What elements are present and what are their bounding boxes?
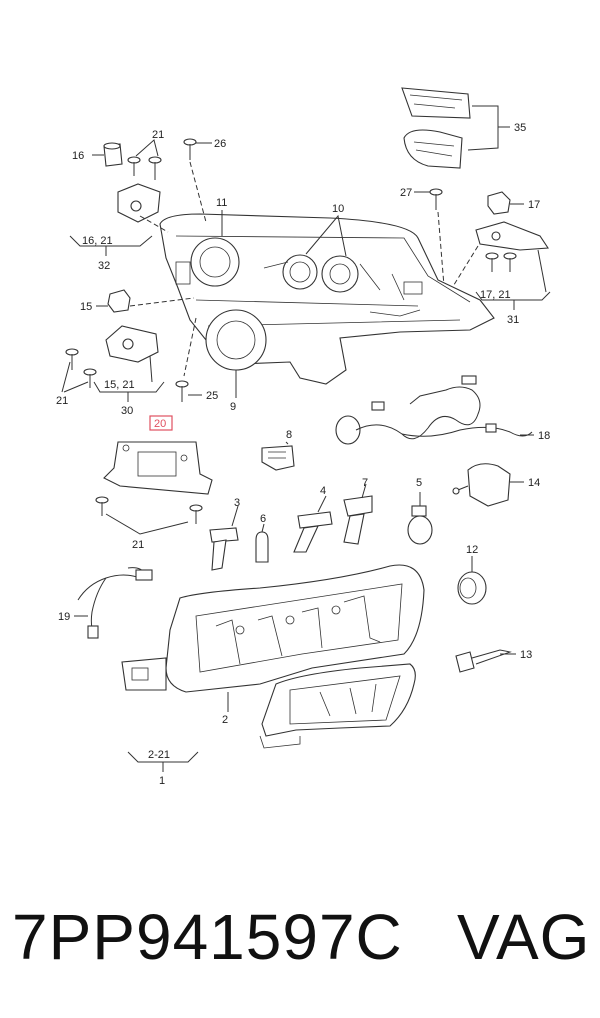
part-5-bulb: 5 (407, 477, 433, 545)
callout-15-21-group: 15, 21 (104, 379, 135, 391)
callout-30: 30 (121, 405, 133, 417)
part-4-bulb: 4 (293, 485, 333, 553)
part-35-lens-covers: 35 (401, 87, 526, 169)
callout-5: 5 (416, 477, 422, 489)
callout-6: 6 (260, 513, 266, 525)
exploded-parts-diagram: 35 16 21 26 16, 21 32 27 (56, 87, 551, 787)
part-16-nut: 16 (72, 142, 123, 167)
callout-2-21-range: 2-21 (148, 749, 170, 761)
callout-16: 16 (72, 150, 84, 162)
part-21-screws-top: 21 (127, 129, 164, 180)
callout-2: 2 (222, 714, 228, 726)
part-12-cap: 12 (457, 544, 487, 605)
callout-21-lower: 21 (132, 539, 144, 551)
svg-text:20: 20 (154, 418, 166, 430)
callout-11: 11 (216, 197, 227, 209)
part-14-leveling-motor: 14 (452, 463, 540, 507)
callout-1-group: 2-21 1 (127, 749, 199, 787)
callout-32: 32 (98, 260, 110, 272)
callout-26: 26 (214, 138, 226, 150)
callout-27: 27 (400, 187, 412, 199)
highlighted-callout-20: 20 (149, 415, 173, 431)
callout-18: 18 (538, 430, 550, 442)
part-2-headlamp-assembly: 2 (121, 564, 425, 749)
callout-4: 4 (320, 485, 326, 497)
callout-19: 19 (58, 611, 70, 623)
part-21-screws-lower: 21 (95, 496, 203, 551)
callout-17: 17 (528, 199, 540, 211)
part-8-connector: 8 (261, 429, 295, 471)
part-20-control-unit: 20 (103, 415, 213, 495)
callout-31: 31 (507, 314, 519, 326)
callout-14: 14 (528, 477, 540, 489)
callout-21-top: 21 (152, 129, 164, 141)
callout-15: 15 (80, 301, 92, 313)
callout-8: 8 (286, 429, 292, 441)
part-15-nut: 15 (80, 289, 131, 313)
callout-1: 1 (159, 775, 165, 787)
part-31-bracket: 17, 21 31 (451, 221, 551, 326)
callout-3: 3 (234, 497, 240, 509)
part-6-bulb: 6 (255, 513, 269, 563)
callout-25: 25 (206, 390, 218, 402)
part-30-bracket: 21 15, 21 30 (56, 325, 165, 417)
callout-7: 7 (362, 477, 368, 489)
part-18-wiring-harness: 18 (335, 375, 550, 445)
callout-16-21-group: 16, 21 (82, 235, 113, 247)
part-13-socket: 13 (455, 649, 532, 673)
callout-17-21-group: 17, 21 (480, 289, 511, 301)
part-3-bulb: 3 (209, 497, 240, 571)
part-7-bulb: 7 (343, 477, 373, 545)
headlamp-housing-rear: 11 10 9 (129, 161, 495, 413)
callout-10: 10 (332, 203, 344, 215)
callout-35: 35 (514, 122, 526, 134)
part-19-harness: 19 (58, 567, 153, 639)
brand-label: VAG (457, 901, 591, 973)
part-25-screw: 25 (175, 380, 218, 402)
part-32-bracket: 16, 21 32 (69, 183, 161, 272)
part-number-label: 7PP941597C (12, 901, 403, 973)
part-26-screw: 26 (183, 138, 226, 160)
callout-9: 9 (230, 401, 236, 413)
callout-12: 12 (466, 544, 478, 556)
part-17-nut: 17 (487, 191, 540, 215)
part-27-screw: 27 (400, 187, 445, 287)
callout-21-left: 21 (56, 395, 68, 407)
callout-13: 13 (520, 649, 532, 661)
